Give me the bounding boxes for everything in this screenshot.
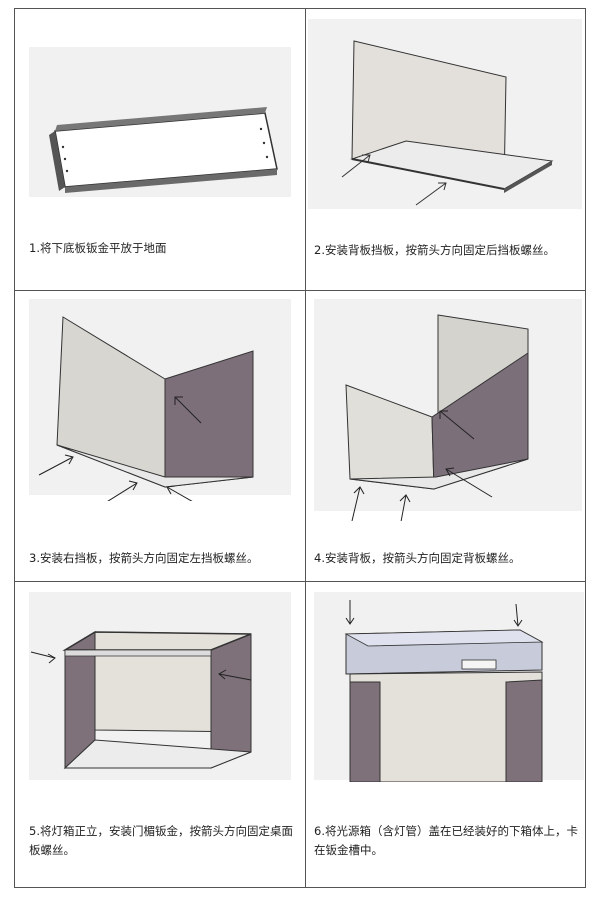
step-6-caption: 6.将光源箱（含灯管）盖在已经装好的下箱体上，卡在钣金槽中。 [314,824,578,857]
step-6-illustration [314,592,584,782]
step-2-cell: 2.安装背板挡板，按箭头方向固定后挡板螺丝。 [306,9,592,299]
step-1-caption: 1.将下底板钣金平放于地面 [29,241,167,255]
step-4-illustration [314,299,582,521]
row-divider [15,581,585,582]
step-5-caption: 5.将灯箱正立，安装门楣钣金，按箭头方向固定桌面板螺丝。 [29,824,293,857]
row-divider [15,290,585,291]
step-1-cell: 1.将下底板钣金平放于地面 [15,9,301,299]
step-4-caption: 4.安装背板，按箭头方向固定背板螺丝。 [314,551,521,565]
instruction-table: 1.将下底板钣金平放于地面 2.安装背板挡板，按箭头方向固定后挡板螺丝。 [14,8,586,888]
step-5-cell: 5.将灯箱正立，安装门楣钣金，按箭头方向固定桌面板螺丝。 [15,582,301,872]
step-3-cell: 3.安装右挡板，按箭头方向固定左挡板螺丝。 [15,291,301,581]
step-3-caption: 3.安装右挡板，按箭头方向固定左挡板螺丝。 [29,551,259,565]
step-6-cell: 6.将光源箱（含灯管）盖在已经装好的下箱体上，卡在钣金槽中。 [306,582,592,872]
column-divider [305,9,306,887]
step-2-caption: 2.安装背板挡板，按箭头方向固定后挡板螺丝。 [314,243,555,257]
step-3-illustration [29,299,291,501]
step-2-illustration [308,19,582,209]
step-4-cell: 4.安装背板，按箭头方向固定背板螺丝。 [306,291,592,581]
step-5-illustration [29,592,291,780]
step-1-illustration [29,47,291,197]
